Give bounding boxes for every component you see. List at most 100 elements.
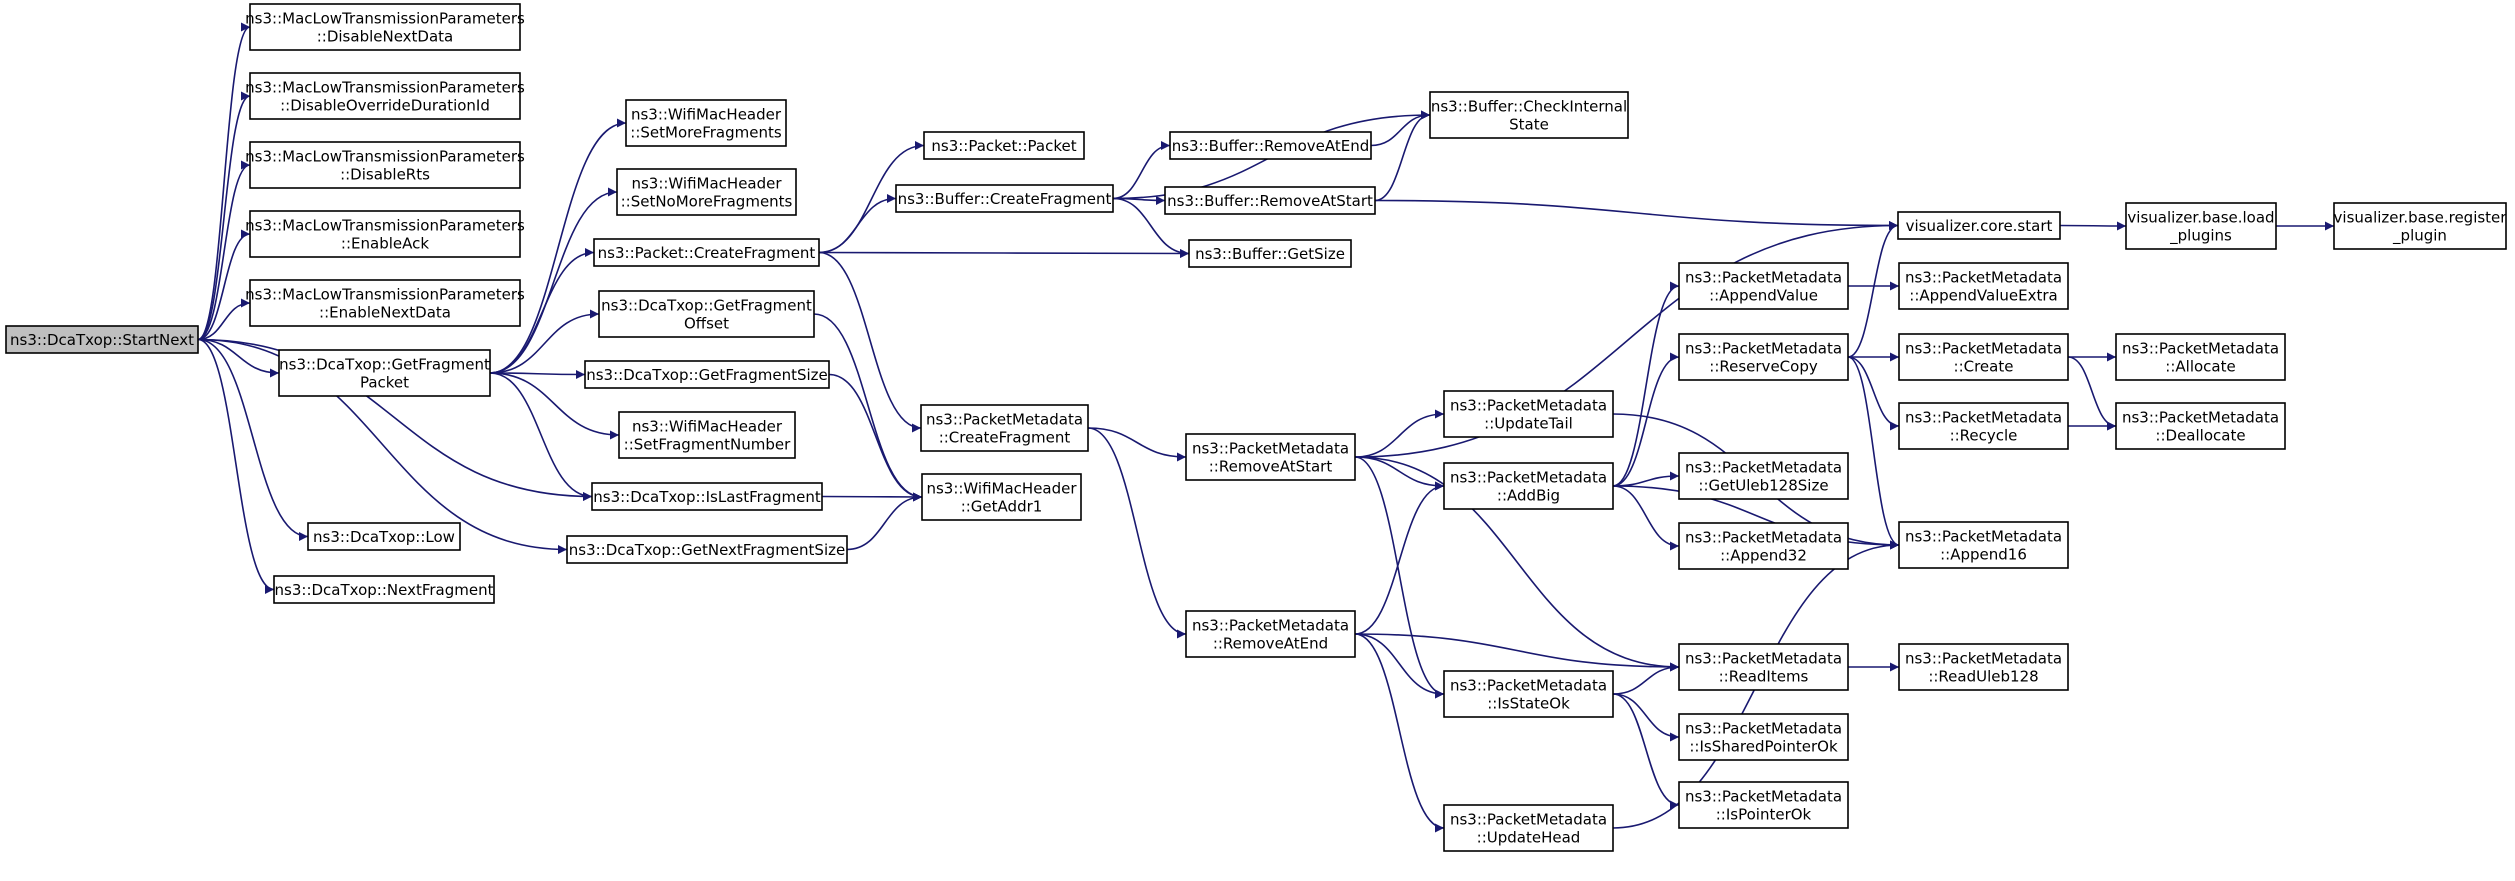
node-append32[interactable]: ns3::PacketMetadata::Append32 <box>1678 522 1849 570</box>
node-box <box>307 522 461 551</box>
node-label: ns3::Buffer::CheckInternal <box>1431 98 1627 116</box>
edge-reservecopy-to-corestart <box>1847 221 1899 358</box>
node-box <box>249 72 521 120</box>
node-buffercreatefragment[interactable]: ns3::Buffer::CreateFragment <box>895 184 1114 213</box>
node-readuleb128[interactable]: ns3::PacketMetadata::ReadUleb128 <box>1898 643 2069 691</box>
node-pmremoveatend[interactable]: ns3::PacketMetadata::RemoveAtEnd <box>1185 610 1356 658</box>
node-box <box>895 184 1114 213</box>
node-appendvalueextra[interactable]: ns3::PacketMetadata::AppendValueExtra <box>1898 262 2069 310</box>
node-enablenextdata[interactable]: ns3::MacLowTransmissionParameters::Enabl… <box>245 279 525 327</box>
node-nextfragment[interactable]: ns3::DcaTxop::NextFragment <box>273 575 495 604</box>
node-getuleb128size[interactable]: ns3::PacketMetadata::GetUleb128Size <box>1678 452 1849 500</box>
node-removeatend[interactable]: ns3::Buffer::RemoveAtEnd <box>1169 131 1372 160</box>
node-label: ns3::PacketMetadata <box>1905 269 2062 287</box>
node-setnomorefragments[interactable]: ns3::WifiMacHeader::SetNoMoreFragments <box>616 168 797 216</box>
node-deallocate[interactable]: ns3::PacketMetadata::Deallocate <box>2115 402 2286 450</box>
node-startnext[interactable]: ns3::DcaTxop::StartNext <box>5 325 199 354</box>
node-label: ::Append32 <box>1720 547 1807 565</box>
node-box <box>1678 713 1849 761</box>
node-getfragmentsize[interactable]: ns3::DcaTxop::GetFragmentSize <box>584 360 830 389</box>
node-getsize[interactable]: ns3::Buffer::GetSize <box>1188 239 1352 268</box>
node-isstateok[interactable]: ns3::PacketMetadata::IsStateOk <box>1443 670 1614 718</box>
node-box <box>598 290 815 338</box>
node-updatetail[interactable]: ns3::PacketMetadata::UpdateTail <box>1443 390 1614 438</box>
edge-reservecopy-to-recycle <box>1847 356 1900 431</box>
node-box <box>1678 643 1849 691</box>
node-label: ns3::PacketMetadata <box>1685 340 1842 358</box>
node-low[interactable]: ns3::DcaTxop::Low <box>307 522 461 551</box>
node-label: ns3::MacLowTransmissionParameters <box>245 79 525 97</box>
node-label: ::RemoveAtEnd <box>1213 635 1328 653</box>
node-label: ns3::DcaTxop::GetFragment <box>279 356 490 374</box>
node-reservecopy[interactable]: ns3::PacketMetadata::ReserveCopy <box>1678 333 1849 381</box>
node-pmcreatefragment[interactable]: ns3::PacketMetadata::CreateFragment <box>920 404 1089 452</box>
node-ispointerok[interactable]: ns3::PacketMetadata::IsPointerOk <box>1678 781 1849 829</box>
node-box <box>1169 131 1372 160</box>
node-disablerts[interactable]: ns3::MacLowTransmissionParameters::Disab… <box>245 141 525 189</box>
node-label: ::UpdateHead <box>1477 829 1581 847</box>
node-label: ns3::PacketMetadata <box>1685 788 1842 806</box>
node-registerplugin[interactable]: visualizer.base.register_plugin <box>2333 202 2508 250</box>
node-loadplugins[interactable]: visualizer.base.load_plugins <box>2125 202 2277 250</box>
node-enableack[interactable]: ns3::MacLowTransmissionParameters::Enabl… <box>245 210 525 258</box>
edge-pmremoveatstart-to-isstateok <box>1354 456 1445 699</box>
node-label: ::ReadItems <box>1719 668 1809 686</box>
node-disableoverride[interactable]: ns3::MacLowTransmissionParameters::Disab… <box>245 72 525 120</box>
node-packetpacket[interactable]: ns3::Packet::Packet <box>923 131 1085 160</box>
node-label: ::AddBig <box>1497 487 1560 505</box>
node-getaddr1[interactable]: ns3::WifiMacHeader::GetAddr1 <box>921 473 1082 521</box>
node-box <box>1898 402 2069 450</box>
node-append16[interactable]: ns3::PacketMetadata::Append16 <box>1898 521 2069 569</box>
edge-getfragmentoffset-to-getaddr1 <box>813 313 923 502</box>
node-label: ::IsPointerOk <box>1716 806 1812 824</box>
node-label: ::IsSharedPointerOk <box>1689 738 1838 756</box>
node-corestart[interactable]: visualizer.core.start <box>1897 211 2061 240</box>
node-getnextfragmentsize[interactable]: ns3::DcaTxop::GetNextFragmentSize <box>566 535 848 564</box>
node-disablenextdata[interactable]: ns3::MacLowTransmissionParameters::Disab… <box>245 3 525 51</box>
node-label: ns3::Buffer::RemoveAtStart <box>1167 192 1373 210</box>
node-updatehead[interactable]: ns3::PacketMetadata::UpdateHead <box>1443 804 1614 852</box>
node-islastfragment[interactable]: ns3::DcaTxop::IsLastFragment <box>591 482 823 511</box>
node-label: ns3::PacketMetadata <box>1192 617 1349 635</box>
node-box <box>921 473 1082 521</box>
edge-addbig-to-appendvalue <box>1612 281 1680 487</box>
node-packetcreatefragment[interactable]: ns3::Packet::CreateFragment <box>593 238 820 267</box>
node-box <box>1185 433 1356 481</box>
edge-pmremoveatend-to-addbig <box>1354 481 1445 635</box>
edge-pmremoveatstart-to-corestart <box>1354 221 1899 458</box>
node-label: ::RemoveAtStart <box>1209 458 1333 476</box>
node-setfragmentnumber[interactable]: ns3::WifiMacHeader::SetFragmentNumber <box>618 411 796 459</box>
node-box <box>1188 239 1352 268</box>
node-allocate[interactable]: ns3::PacketMetadata::Allocate <box>2115 333 2286 381</box>
node-readitems[interactable]: ns3::PacketMetadata::ReadItems <box>1678 643 1849 691</box>
node-label: ::SetMoreFragments <box>630 124 782 142</box>
edge-isstateok-to-readitems <box>1612 662 1680 695</box>
node-pmremoveatstart[interactable]: ns3::PacketMetadata::RemoveAtStart <box>1185 433 1356 481</box>
node-create[interactable]: ns3::PacketMetadata::Create <box>1898 333 2069 381</box>
node-label: ::CreateFragment <box>939 429 1071 447</box>
node-addbig[interactable]: ns3::PacketMetadata::AddBig <box>1443 462 1614 510</box>
node-appendvalue[interactable]: ns3::PacketMetadata::AppendValue <box>1678 262 1849 310</box>
node-label: Packet <box>360 374 409 392</box>
node-recycle[interactable]: ns3::PacketMetadata::Recycle <box>1898 402 2069 450</box>
edge-startnext-to-disablerts <box>197 160 251 341</box>
node-box <box>920 404 1089 452</box>
edge-startnext-to-enablenextdata <box>197 298 251 341</box>
node-label: ns3::WifiMacHeader <box>926 480 1077 498</box>
node-box <box>1443 462 1614 510</box>
edge-startnext-to-enableack <box>197 229 251 341</box>
node-label: ns3::PacketMetadata <box>2122 340 2279 358</box>
edge-startnext-to-islastfragment <box>197 338 593 501</box>
edge-create-to-deallocate <box>2067 356 2117 431</box>
node-label: ns3::PacketMetadata <box>1905 340 2062 358</box>
node-setmorefragments[interactable]: ns3::WifiMacHeader::SetMoreFragments <box>625 99 787 147</box>
node-issharedpointerok[interactable]: ns3::PacketMetadata::IsSharedPointerOk <box>1678 713 1849 761</box>
node-removeatstart[interactable]: ns3::Buffer::RemoveAtStart <box>1164 186 1376 215</box>
edge-addbig-to-append32 <box>1612 485 1680 551</box>
node-label: ::Deallocate <box>2155 427 2245 445</box>
node-label: ::EnableNextData <box>319 304 451 322</box>
node-box <box>5 325 199 354</box>
